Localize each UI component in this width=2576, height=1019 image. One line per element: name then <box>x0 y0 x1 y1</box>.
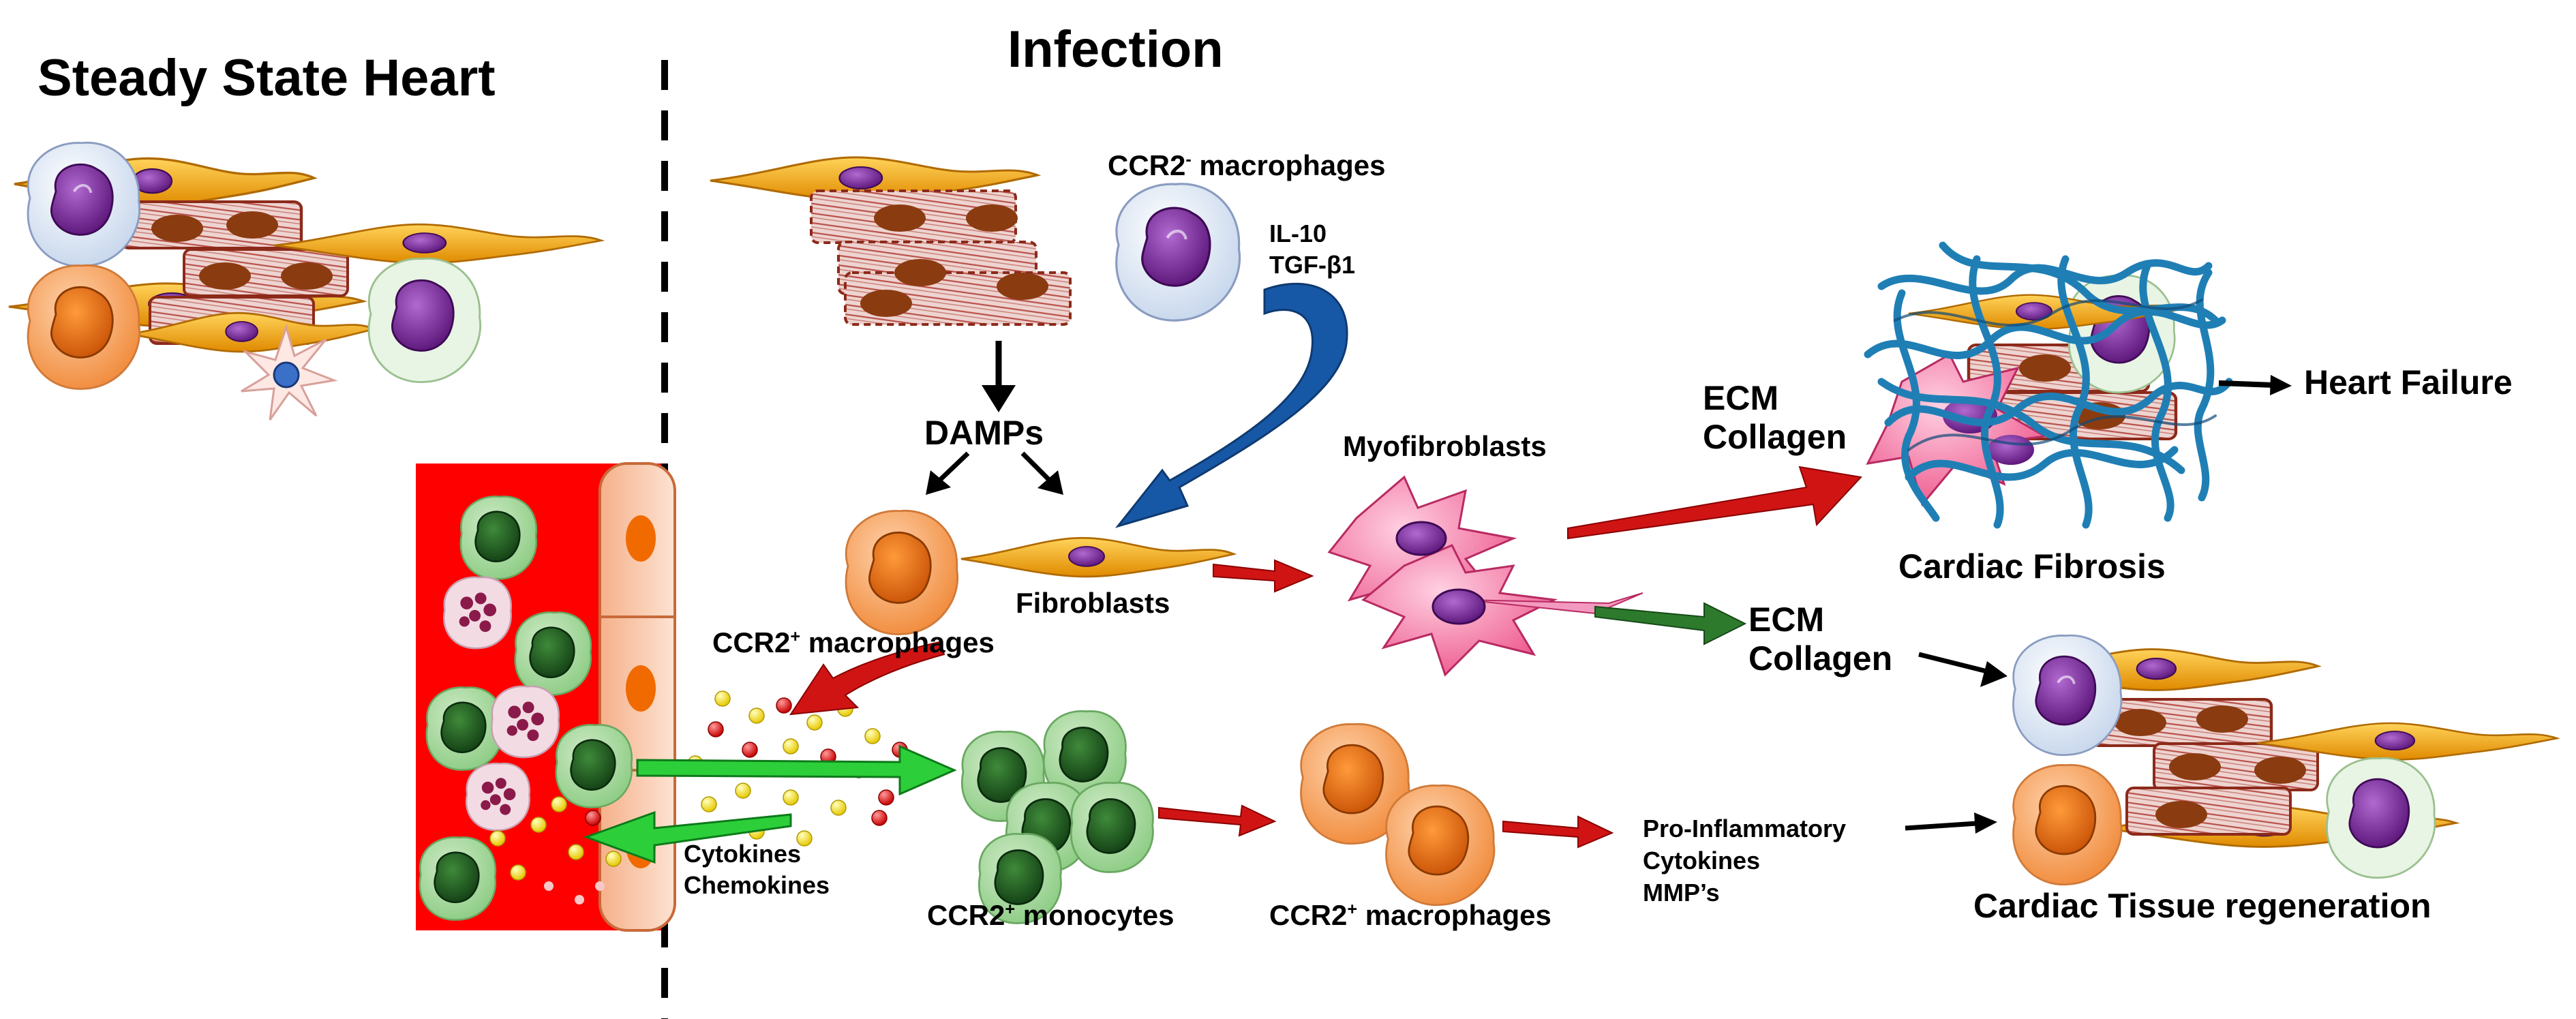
arrow-ecm-collagen-to-regeneration <box>1918 652 2007 687</box>
fibroblast-cell <box>960 536 1235 578</box>
tgfb1-label: TGF-β1 <box>1269 251 1355 279</box>
ccr2-pos-monocyte-cells <box>960 710 1154 924</box>
cytokines-label: Cytokines <box>684 840 802 868</box>
myofibroblasts-label: Myofibroblasts <box>1343 430 1547 462</box>
pro-inflammatory-label: Pro-Inflammatory <box>1643 815 1847 842</box>
arrow-myofibroblast-to-fibrosis <box>1567 466 1862 540</box>
ccr2-pos-macrophage-pair <box>1300 723 1496 907</box>
arrow-myocardium-to-damps <box>982 341 1016 412</box>
arrow-myofibroblast-to-ecm-collagen <box>1594 602 1747 645</box>
damps-label: DAMPs <box>924 414 1044 452</box>
collagen-top-label: Collagen <box>1703 418 1847 456</box>
arrow-macrophages-to-pro-inflammatory <box>1502 815 1614 849</box>
arrow-damps-to-fibroblast <box>1020 451 1063 495</box>
cardiac-fibrosis-label: Cardiac Fibrosis <box>1898 547 2166 585</box>
cardiac-regeneration-label: Cardiac Tissue regeneration <box>1973 887 2431 925</box>
arrow-cytokines-to-vessel <box>583 810 792 864</box>
arrow-monocytes-to-macrophages <box>1158 804 1277 837</box>
arrow-fibroblast-to-myofibroblast <box>1213 559 1314 593</box>
fibroblasts-label: Fibroblasts <box>1016 587 1170 619</box>
chemokines-label: Chemokines <box>684 871 830 899</box>
cardiac-regeneration-tissue <box>2012 634 2558 886</box>
steady-state-title: Steady State Heart <box>37 49 496 107</box>
ecm-mid-label: ECM <box>1748 600 1825 639</box>
mmps-label: MMP’s <box>1643 879 1720 907</box>
pro-cytokines-label: Cytokines <box>1643 847 1761 874</box>
steady-state-tissue <box>7 141 603 421</box>
arrow-damps-to-macrophage <box>926 451 970 495</box>
myofibroblast-cells <box>1327 475 1643 677</box>
blood-vessel <box>416 462 676 932</box>
collagen-mid-label: Collagen <box>1748 639 1893 678</box>
ecm-top-label: ECM <box>1703 379 1779 417</box>
ccr2-neg-macrophages-label: CCR2- macrophages <box>1108 149 1386 181</box>
infected-myocardium <box>709 156 1240 326</box>
infection-title: Infection <box>1007 20 1224 78</box>
arrow-cytokines-to-ccr2-macrophage <box>789 641 945 716</box>
arrow-vessel-to-monocytes <box>636 744 957 796</box>
ccr2-pos-monocytes-label: CCR2+ monocytes <box>927 899 1175 931</box>
cardiac-fibrosis-tissue <box>1864 241 2233 529</box>
arrow-fibrosis-to-heart-failure <box>2218 375 2292 395</box>
ccr2-pos-macrophage-cell <box>845 509 959 636</box>
heart-failure-label: Heart Failure <box>2304 363 2513 401</box>
il10-label: IL-10 <box>1269 219 1327 247</box>
ccr2-pos-macrophages-top-label: CCR2+ macrophages <box>712 626 995 658</box>
arrow-pro-inflammatory-to-regeneration <box>1905 812 1997 834</box>
ccr2-pos-macrophages-bottom-label: CCR2+ macrophages <box>1269 899 1551 931</box>
arrow-il10-tgfb1-to-fibroblast <box>1115 283 1348 528</box>
